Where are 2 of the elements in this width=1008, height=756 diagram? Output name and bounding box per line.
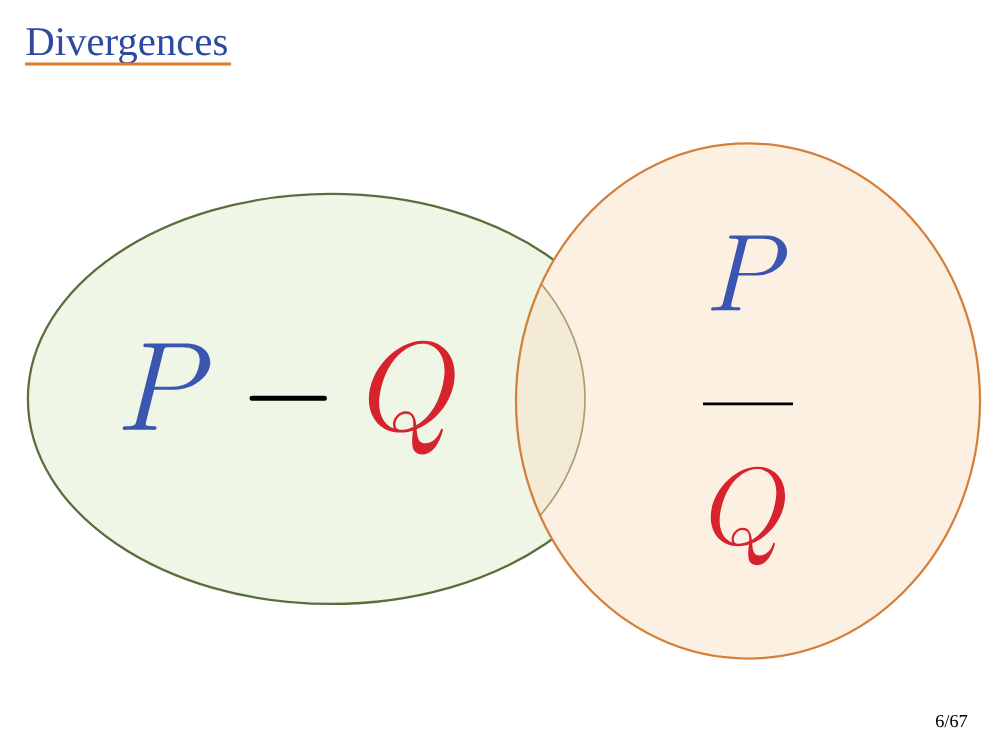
page-number: 6/67 (936, 714, 968, 728)
slide-title: Divergences (26, 28, 227, 64)
